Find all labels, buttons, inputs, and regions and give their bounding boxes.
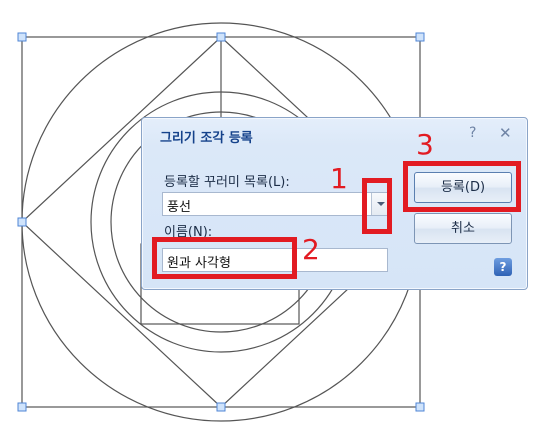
package-list-combo[interactable]: 풍선	[162, 192, 390, 216]
question-mark-icon[interactable]: ?	[469, 125, 477, 141]
dialog-title: 그리기 조각 등록	[160, 131, 253, 146]
name-label: 이름(N):	[164, 225, 213, 240]
resize-handle-sw[interactable]	[17, 402, 27, 412]
package-list-label: 등록할 꾸러미 목록(L):	[164, 175, 290, 190]
chevron-down-icon	[377, 202, 385, 206]
package-list-value: 풍선	[167, 200, 191, 215]
name-input-value: 원과 사각형	[167, 256, 231, 271]
callout-box-2	[152, 237, 297, 279]
step-number-1: 1	[330, 162, 348, 195]
cancel-button[interactable]: 취소	[414, 213, 512, 244]
register-button[interactable]: 등록(D)	[414, 172, 512, 203]
callout-box-3	[403, 161, 521, 212]
register-drawing-dialog: 그리기 조각 등록 ? ✕ 등록할 꾸러미 목록(L): 풍선 이름(N): 원…	[141, 117, 528, 290]
callout-box-1	[362, 178, 392, 234]
resize-handle-n[interactable]	[216, 32, 226, 42]
name-input[interactable]: 원과 사각형	[162, 248, 388, 272]
resize-handle-ne[interactable]	[415, 32, 425, 42]
resize-handle-nw[interactable]	[17, 32, 27, 42]
step-number-2: 2	[302, 233, 320, 266]
close-icon[interactable]: ✕	[499, 124, 512, 142]
dropdown-button[interactable]	[371, 193, 389, 215]
resize-handle-s[interactable]	[216, 402, 226, 412]
step-number-3: 3	[416, 128, 434, 161]
help-icon[interactable]: ?	[494, 258, 512, 276]
resize-handle-w[interactable]	[17, 217, 27, 227]
resize-handle-se[interactable]	[415, 402, 425, 412]
